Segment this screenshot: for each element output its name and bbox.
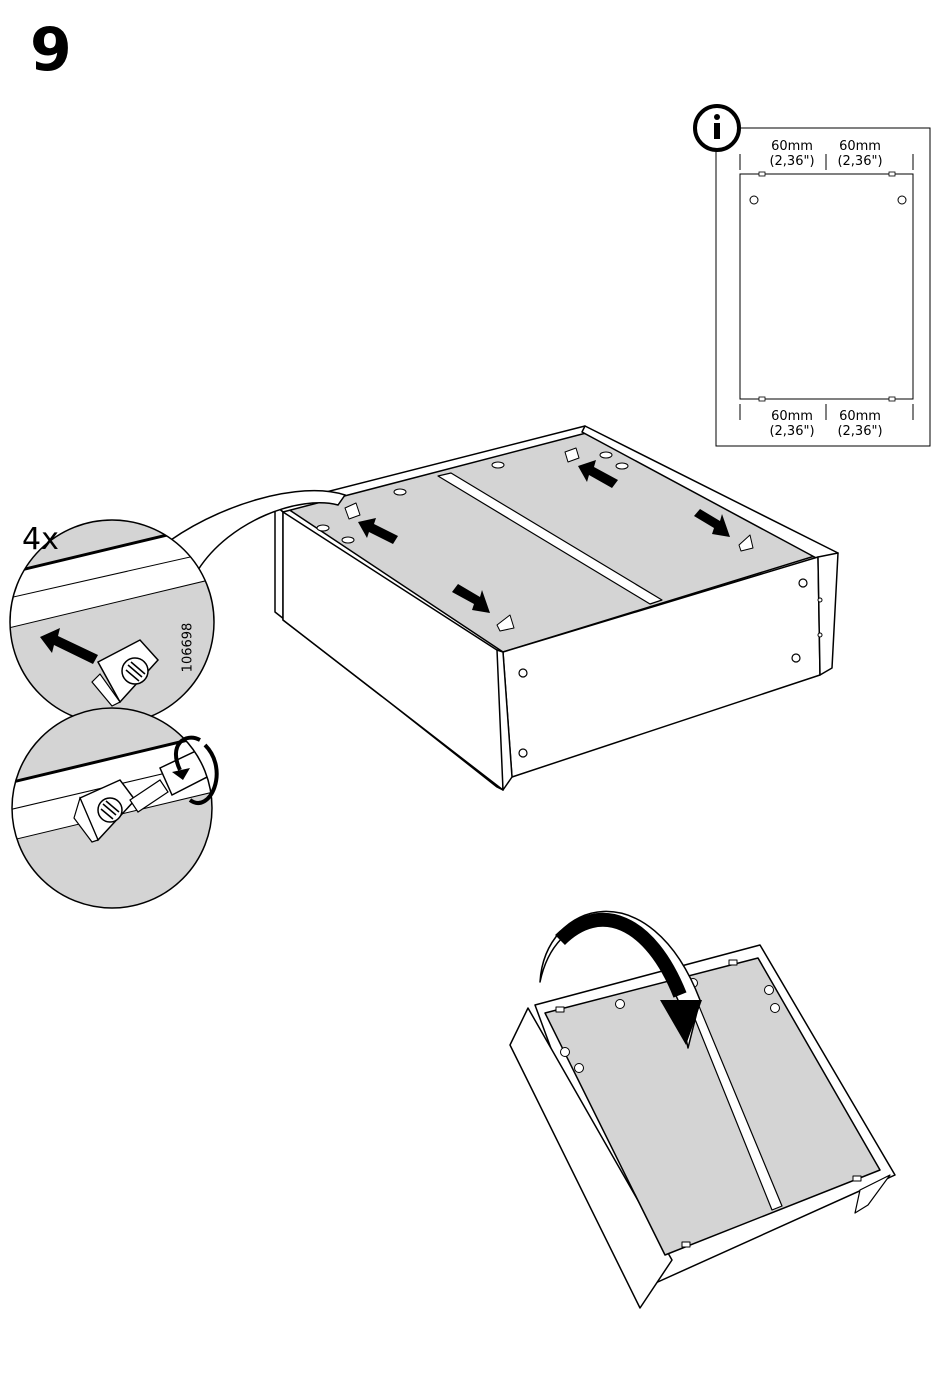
dimension-mm: 60mm (825, 409, 895, 424)
dimension-inch: (2,36") (757, 424, 827, 439)
dimension-inch: (2,36") (825, 424, 895, 439)
step-number: 9 (30, 10, 72, 90)
detail-circle-screw (0, 700, 250, 920)
dimension-inch: (2,36") (825, 154, 895, 169)
drawer-flipped (510, 911, 895, 1308)
dimension-mm: 60mm (757, 409, 827, 424)
dimension-mm: 60mm (757, 139, 827, 154)
dimension-inch: (2,36") (757, 154, 827, 169)
quantity-label: 4x (22, 520, 59, 560)
dimension-top-right: 60mm (2,36") (825, 139, 895, 169)
dimension-bottom-left: 60mm (2,36") (757, 409, 827, 439)
dimension-bottom-right: 60mm (2,36") (825, 409, 895, 439)
drawer-main (275, 426, 838, 790)
part-number: 106698 (181, 613, 196, 683)
info-icon (695, 106, 739, 150)
dimension-top-left: 60mm (2,36") (757, 139, 827, 169)
dimension-mm: 60mm (825, 139, 895, 154)
